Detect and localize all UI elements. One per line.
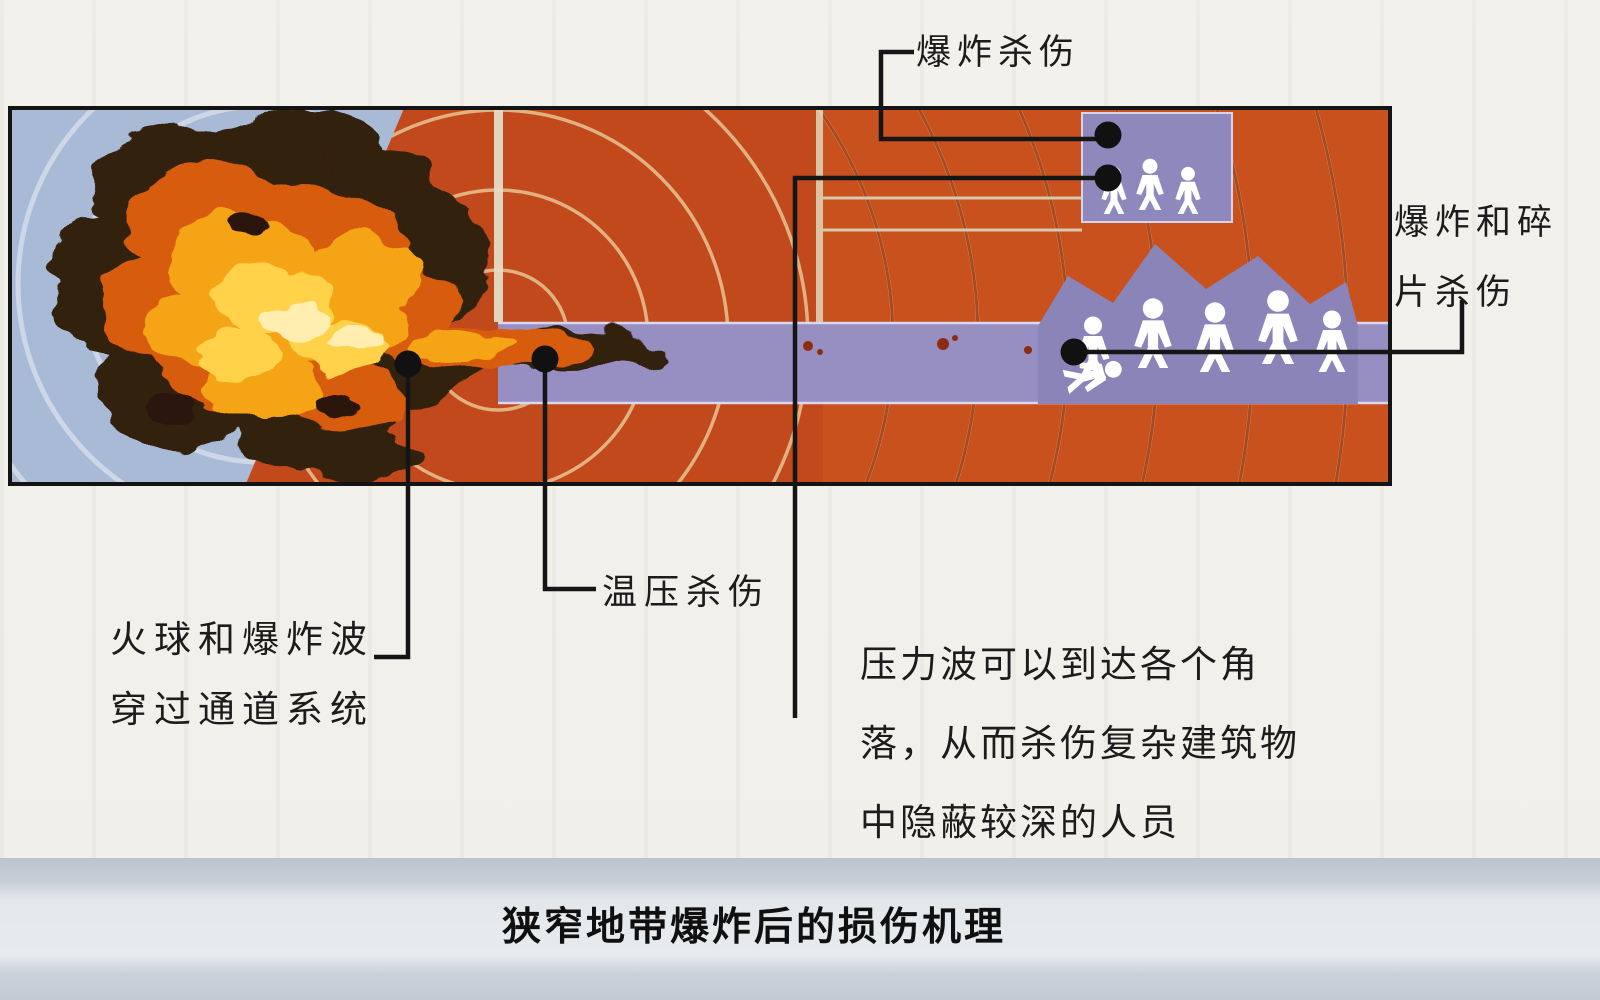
callout-label-blast-frag: 爆炸和碎 片杀伤 [1394, 188, 1558, 328]
callout-label-fireball-line2: 穿过通道系统 [110, 690, 374, 731]
explosion-illustration [8, 106, 1392, 486]
callout-label-blast-frag-line2: 片杀伤 [1394, 273, 1518, 312]
illustration-svg [8, 106, 1392, 486]
callout-label-pressure-line2: 落，从而杀伤复杂建筑物 [860, 724, 1300, 765]
callout-label-blast-kill: 爆炸杀伤 [916, 33, 1081, 72]
callout-label-pressure-wave: 压力波可以到达各个角 落，从而杀伤复杂建筑物 中隐蔽较深的人员 [860, 626, 1300, 863]
callout-label-pressure-line3: 中隐蔽较深的人员 [860, 803, 1180, 844]
fireball-dark-spots [143, 208, 362, 421]
illustration-frame [8, 106, 1392, 486]
fireball-core [259, 301, 384, 353]
callout-label-pressure-line1: 压力波可以到达各个角 [860, 645, 1260, 686]
callout-label-blast-frag-line1: 爆炸和碎 [1394, 203, 1559, 242]
callout-label-fireball: 火球和爆炸波 穿过通道系统 [110, 606, 374, 746]
figure-caption: 狭窄地带爆炸后的损伤机理 [502, 906, 1007, 949]
caption-band [0, 858, 1600, 1000]
fireball [51, 113, 661, 478]
callout-label-fireball-line1: 火球和爆炸波 [110, 620, 374, 661]
callout-label-thermobaric: 温压杀伤 [602, 573, 771, 612]
